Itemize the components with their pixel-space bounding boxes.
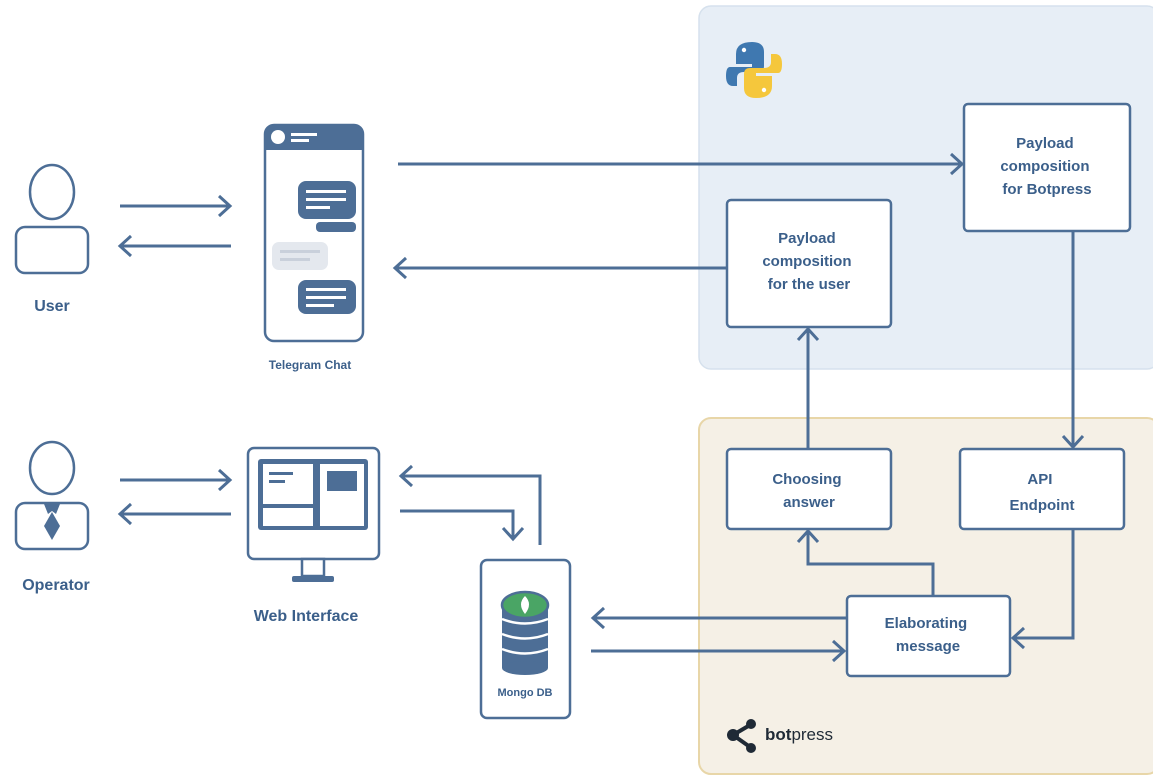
arrow-payload-botpress-to-api bbox=[1061, 232, 1085, 450]
arrow-user-to-telegram bbox=[120, 194, 233, 218]
botpress-wordmark-light: press bbox=[791, 725, 833, 744]
telegram-label: Telegram Chat bbox=[269, 358, 351, 372]
elaborating-message-line-2: message bbox=[896, 638, 960, 655]
payload-user-line-2: composition bbox=[762, 253, 851, 270]
operator-label: Operator bbox=[22, 577, 90, 594]
arrow-elaborating-to-db bbox=[590, 606, 846, 630]
elaborating-message-line-1: Elaborating bbox=[885, 615, 968, 632]
database-icon bbox=[500, 590, 550, 675]
operator-icon bbox=[14, 440, 90, 551]
python-logo-icon bbox=[726, 42, 782, 98]
elaborating-message-text: Elaborating message bbox=[885, 615, 972, 655]
choosing-answer-text: Choosing answer bbox=[772, 471, 845, 511]
elaborating-message-box bbox=[845, 594, 1012, 678]
payload-user-line-1: Payload bbox=[778, 230, 836, 247]
arrow-payload-user-to-telegram bbox=[392, 256, 726, 280]
monitor-icon bbox=[246, 446, 381, 582]
payload-botpress-line-1: Payload bbox=[1016, 135, 1074, 152]
api-endpoint-line-2: Endpoint bbox=[1010, 497, 1075, 514]
user-icon bbox=[14, 163, 90, 275]
arrow-db-to-elaborating bbox=[591, 639, 847, 663]
botpress-logo-icon bbox=[727, 719, 756, 753]
arrow-api-to-elaborating bbox=[1010, 530, 1075, 650]
payload-botpress-box bbox=[962, 102, 1132, 233]
arrow-elaborating-to-choosing bbox=[796, 528, 935, 596]
api-endpoint-line-1: API bbox=[1027, 471, 1052, 488]
payload-user-line-3: for the user bbox=[768, 276, 851, 293]
choosing-answer-line-1: Choosing bbox=[772, 471, 841, 488]
payload-botpress-text: Payload composition for Botpress bbox=[1000, 135, 1093, 198]
mongo-db-label: Mongo DB bbox=[498, 687, 553, 699]
arrow-choosing-to-payload-user bbox=[796, 326, 820, 448]
botpress-wordmark-bold: bot bbox=[765, 725, 792, 744]
phone-chat-icon bbox=[263, 123, 365, 343]
payload-botpress-line-2: composition bbox=[1000, 158, 1089, 175]
arrow-web-to-operator bbox=[117, 502, 231, 526]
choosing-answer-box bbox=[725, 447, 893, 531]
arrow-telegram-to-payload-botpress bbox=[398, 152, 965, 176]
web-interface-label: Web Interface bbox=[254, 608, 359, 625]
botpress-wordmark: botpress bbox=[765, 725, 833, 744]
payload-botpress-line-3: for Botpress bbox=[1002, 181, 1091, 198]
choosing-answer-line-2: answer bbox=[783, 494, 835, 511]
user-label: User bbox=[34, 298, 70, 315]
arrow-db-to-web bbox=[398, 464, 542, 545]
arrow-telegram-to-user bbox=[117, 234, 231, 258]
arrow-operator-to-web bbox=[120, 468, 233, 492]
payload-user-box bbox=[725, 198, 893, 329]
api-endpoint-box bbox=[958, 447, 1126, 531]
arrow-web-to-db bbox=[400, 509, 525, 542]
api-endpoint-text: API Endpoint bbox=[1010, 471, 1075, 514]
payload-user-text: Payload composition for the user bbox=[762, 230, 855, 293]
